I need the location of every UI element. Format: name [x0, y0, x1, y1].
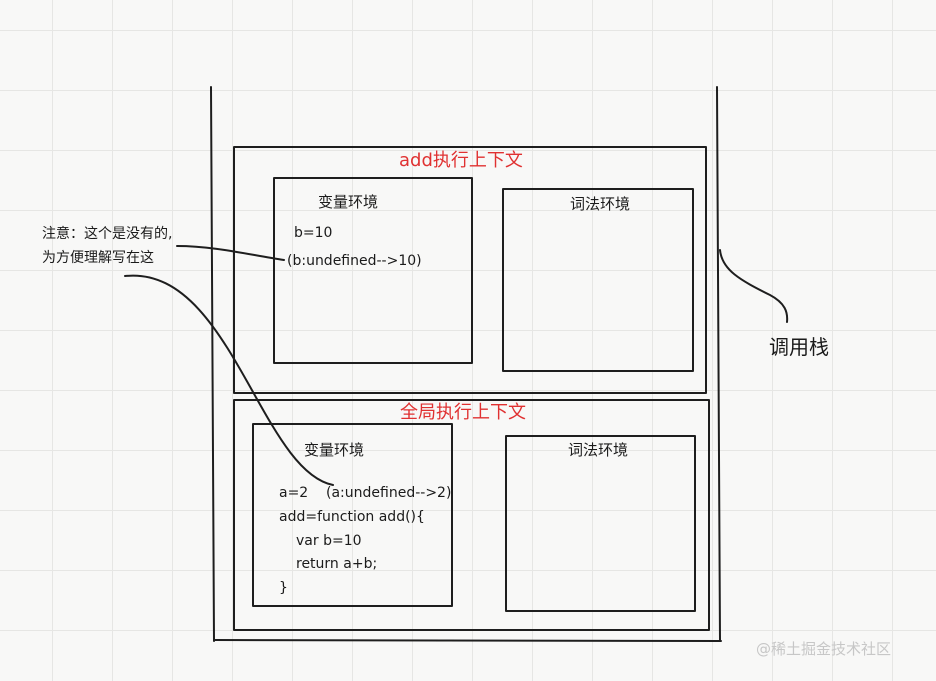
add-context-box [233, 146, 707, 394]
stack-left-wall [210, 86, 215, 642]
note-connector-b [176, 245, 285, 261]
add-var-line-1: b=10 [294, 225, 333, 241]
global-var-line-4: return a+b; [296, 556, 378, 572]
global-var-line-3: var b=10 [296, 533, 362, 549]
add-var-line-2: (b:undefined-->10) [287, 253, 422, 269]
add-variable-env-box [273, 177, 473, 364]
global-var-line-1: a=2 (a:undefined-->2) [279, 485, 452, 501]
note-connector-a [124, 274, 334, 486]
stack-label-connector [719, 249, 789, 323]
stack-right-wall [716, 86, 721, 642]
global-context-box [233, 399, 710, 631]
note-line-1: 注意：这个是没有的, [42, 226, 173, 242]
global-var-line-2: add=function add(){ [279, 509, 425, 525]
global-context-title: 全局执行上下文 [400, 402, 526, 423]
watermark: @稀土掘金技术社区 [756, 640, 892, 658]
stack-bottom [213, 639, 722, 642]
global-var-line-5: } [279, 580, 288, 596]
add-context-title: add执行上下文 [399, 150, 523, 171]
note-line-2: 为方便理解写在这 [42, 250, 154, 266]
global-lexical-env-box [505, 435, 696, 612]
add-variable-env-title: 变量环境 [318, 193, 379, 211]
add-lexical-env-box [502, 188, 694, 372]
add-lexical-env-title: 词法环境 [570, 195, 631, 213]
call-stack-label: 调用栈 [769, 335, 829, 359]
global-variable-env-box [252, 423, 453, 607]
global-lexical-env-title: 词法环境 [568, 441, 629, 459]
global-variable-env-title: 变量环境 [304, 441, 365, 459]
